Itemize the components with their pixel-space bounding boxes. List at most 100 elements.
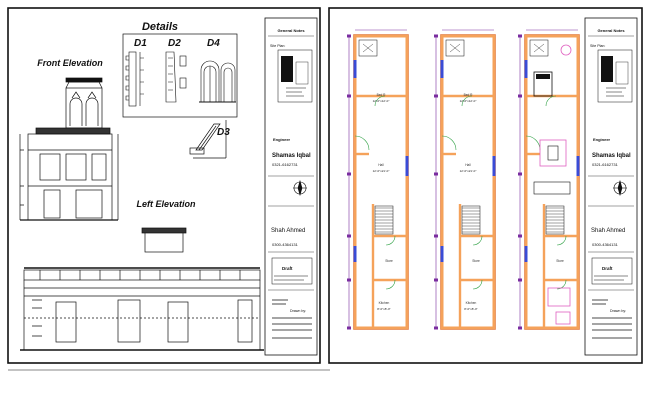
- washroom-fixture: [449, 43, 461, 53]
- outer-wall-outline: [440, 34, 496, 330]
- dimension-tick: [347, 326, 351, 330]
- left-elevation-drawing: [20, 227, 264, 351]
- door-swing: [556, 235, 567, 246]
- plan-3-labels: Store: [556, 259, 564, 263]
- left-sheet-border: [7, 7, 321, 364]
- dimension-tick: [347, 34, 351, 38]
- north-arrow-icon: [613, 179, 627, 197]
- dimension-tick: [434, 172, 438, 176]
- plan-1-room-top: Bed R: [377, 93, 387, 97]
- outer-wall-outline: [353, 34, 409, 330]
- door-swing: [441, 135, 457, 151]
- detail-label-d3: D3: [217, 127, 230, 138]
- plan-2-room-bottom: Kitchen: [466, 301, 477, 305]
- bed-pillow: [536, 74, 550, 79]
- dimension-tick: [518, 34, 522, 38]
- plan-1-room-bottom: Kitchen: [379, 301, 390, 305]
- detail-d4-drawing: [199, 60, 236, 103]
- plan-2-room-bottom-dim: 8'-0"x8'-0": [464, 307, 477, 311]
- dimension-tick: [434, 278, 438, 282]
- dimension-tick: [434, 234, 438, 238]
- door-swing: [461, 95, 473, 107]
- door-swing: [385, 279, 396, 290]
- door-swing: [472, 235, 483, 246]
- general-notes-right: General Notes: [597, 28, 625, 33]
- drawn-by-right: Drawn by:: [610, 309, 626, 313]
- kitchen-sink: [555, 311, 571, 325]
- door-swing: [525, 135, 541, 151]
- plan-2-room-low: Store: [472, 259, 480, 263]
- outer-wall: [524, 34, 580, 330]
- bed: [533, 71, 553, 97]
- dimension-tick: [518, 172, 522, 176]
- detail-d3-drawing: [189, 120, 227, 159]
- front-elevation-drawing: [19, 77, 119, 221]
- plan-2-room-mid: Hall: [465, 163, 471, 167]
- plan-1-room-low: Store: [385, 259, 393, 263]
- plan-2-labels: Bed R 12'-0"x12'-0" Hall 12'-0"x21'-0" S…: [460, 93, 480, 311]
- left-sheet: Details D1 D2 D4 D3: [7, 7, 330, 371]
- outer-wall: [353, 34, 409, 330]
- washroom: [445, 39, 465, 57]
- stair-outline: [545, 205, 565, 235]
- outer-wall: [440, 34, 496, 330]
- stamp-name-right: Shah Ahmed: [591, 228, 625, 234]
- stair-outline: [374, 205, 394, 235]
- plan-1-room-mid: Hall: [378, 163, 384, 167]
- title-block-left: General Notes Site Plan: Engineer Shamas…: [264, 17, 318, 356]
- door-swing: [556, 279, 567, 290]
- door-swing: [354, 135, 370, 151]
- dining-top: [547, 145, 559, 161]
- sheet-tag-right: Draft: [602, 266, 613, 271]
- sofa: [533, 181, 571, 195]
- dimension-tick: [434, 94, 438, 98]
- right-sheet-border: [328, 7, 643, 364]
- details-title: Details: [142, 21, 178, 33]
- plan-3-room-low: Store: [556, 259, 564, 263]
- dining-table: [539, 139, 567, 167]
- engineer-name-left: Shamas Iqbal: [272, 153, 311, 159]
- stamp-phone-right: 0300-4364131: [592, 242, 619, 247]
- floor-plan-2: [434, 29, 496, 330]
- detail-label-d4: D4: [207, 38, 220, 49]
- engineer-role-left: Engineer: [273, 137, 291, 142]
- plan-1-room-top-dim: 12'-0"x12'-0": [373, 99, 390, 103]
- dimension-tick: [347, 234, 351, 238]
- door-swing: [545, 95, 557, 107]
- plan-2-room-top: Bed R: [464, 93, 474, 97]
- front-elevation-title: Front Elevation: [37, 58, 103, 68]
- kitchen-counter: [547, 287, 571, 307]
- washroom-fixture: [533, 43, 545, 53]
- detail-label-d1: D1: [134, 38, 147, 49]
- site-plan-left: Site Plan:: [270, 44, 285, 48]
- details-box: [122, 33, 238, 118]
- stamp-phone-left: 0300-4364131: [272, 242, 299, 247]
- title-block-right: General Notes Site Plan: Engineer Shamas…: [584, 17, 638, 356]
- dimension-tick: [434, 34, 438, 38]
- washroom: [529, 39, 549, 57]
- dimension-tick: [347, 94, 351, 98]
- dimension-tick: [434, 326, 438, 330]
- plan-1-labels: Bed R 12'-0"x12'-0" Hall 12'-0"x21'-0" S…: [373, 93, 393, 311]
- engineer-phone-left: 0321-6162731: [272, 162, 299, 167]
- floor-plan-3: [518, 29, 580, 330]
- site-plan-right: Site Plan:: [590, 44, 605, 48]
- door-swing: [472, 279, 483, 290]
- left-elevation-title: Left Elevation: [136, 199, 196, 209]
- general-notes-left: General Notes: [277, 28, 305, 33]
- stamp-name-left: Shah Ahmed: [271, 228, 305, 234]
- dimension-tick: [518, 326, 522, 330]
- detail-label-d2: D2: [168, 38, 181, 49]
- table: [560, 44, 572, 56]
- engineer-phone-right: 0321-6162731: [592, 162, 619, 167]
- north-arrow-icon: [293, 179, 307, 197]
- right-sheet: Bed R 12'-0"x12'-0" Hall 12'-0"x21'-0" S…: [328, 7, 643, 364]
- outer-wall-outline: [524, 34, 580, 330]
- dimension-tick: [347, 278, 351, 282]
- plan-2-room-top-dim: 12'-0"x12'-0": [460, 99, 477, 103]
- washroom: [358, 39, 378, 57]
- detail-d2-drawing: [165, 51, 187, 103]
- engineer-role-right: Engineer: [593, 137, 611, 142]
